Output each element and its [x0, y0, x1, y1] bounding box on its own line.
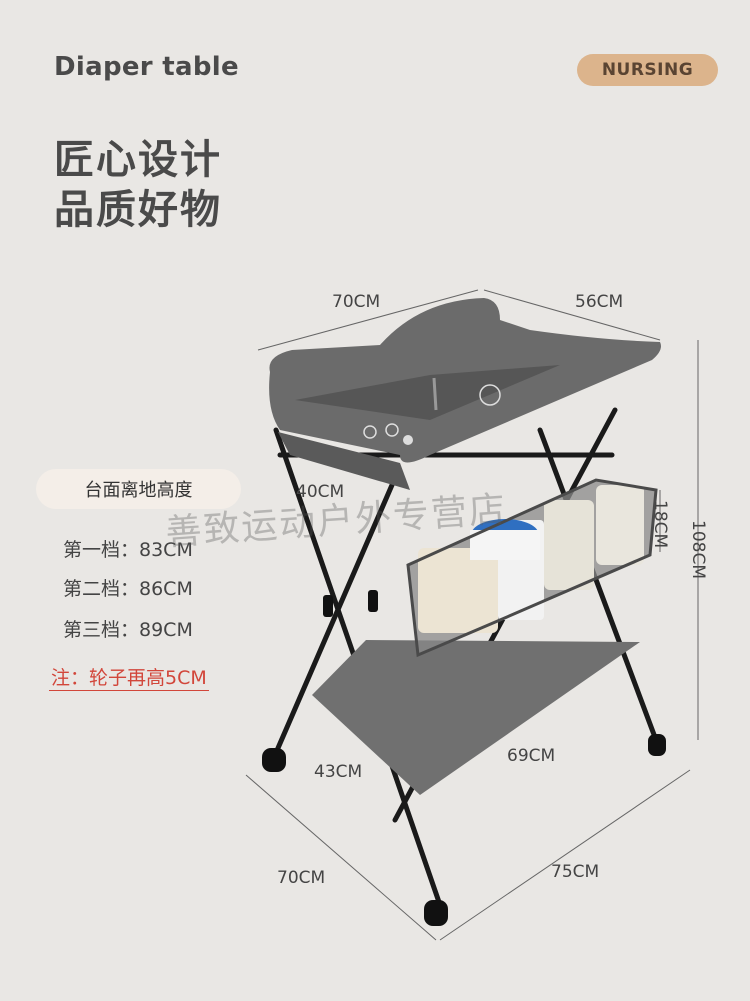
dim-top-width: 70CM [332, 292, 381, 312]
dim-top-depth: 56CM [575, 292, 624, 312]
dim-tray-width: 40CM [296, 482, 345, 502]
height-spec-heading: 台面离地高度 [36, 469, 241, 509]
dim-base-depth: 70CM [277, 868, 326, 888]
dim-base-width: 75CM [551, 862, 600, 882]
headline-line-1: 匠心设计 [54, 137, 222, 183]
dim-lower-shelf-width: 69CM [507, 746, 556, 766]
headline-line-2: 品质好物 [54, 187, 222, 233]
storage-basket [406, 478, 658, 658]
dimension-lines [245, 289, 699, 941]
nursing-badge: NURSING [577, 54, 718, 86]
lower-shelf [312, 640, 640, 795]
brand-title: Diaper table [54, 52, 239, 82]
dim-lower-shelf-depth: 43CM [314, 762, 363, 782]
dim-basket-height: 18CM [650, 500, 670, 549]
wheel-height-note: 注：轮子再高5CM [49, 663, 209, 691]
height-level-1: 第一档：83CM [63, 539, 193, 561]
wheels [262, 590, 666, 926]
dim-height: 108CM [688, 520, 708, 579]
changing-top [269, 298, 661, 490]
height-level-3: 第三档：89CM [63, 619, 193, 641]
height-level-2: 第二档：86CM [63, 578, 193, 600]
